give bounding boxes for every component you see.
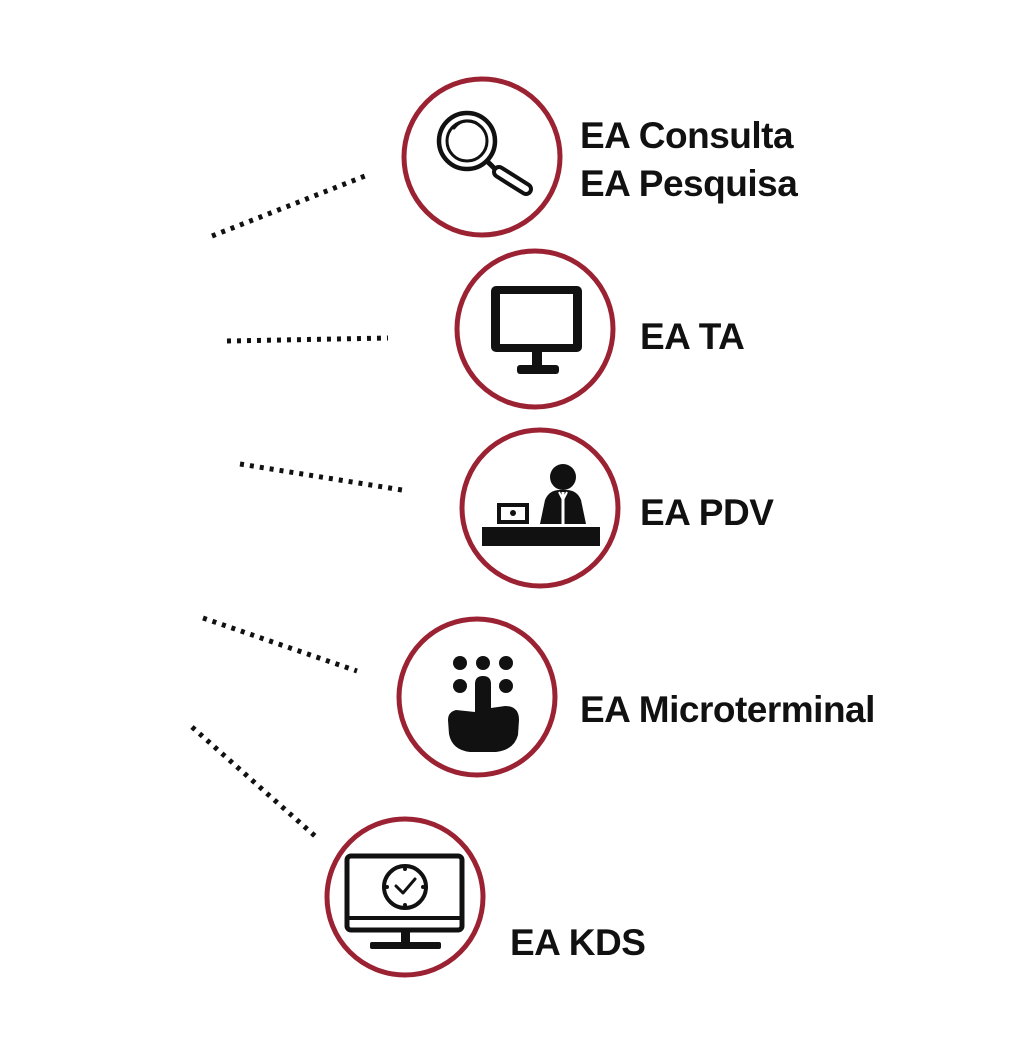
- label-pdv: EA PDV: [640, 489, 774, 537]
- connector-line-kds: [190, 725, 317, 838]
- label-kds: EA KDS: [510, 919, 646, 967]
- magnifier-icon: [436, 110, 533, 196]
- node-ta: [454, 248, 616, 410]
- node-microterminal: [396, 616, 558, 778]
- label-consulta: EA Consulta EA Pesquisa: [580, 112, 798, 208]
- connector-line-pdv: [239, 461, 403, 493]
- ring-pdv: [459, 427, 621, 589]
- label-kds-line-1: EA KDS: [510, 922, 646, 963]
- connector-line-microterminal: [202, 615, 358, 674]
- label-consulta-line-2: EA Pesquisa: [580, 163, 798, 204]
- label-microterminal-line-1: EA Microterminal: [580, 689, 875, 730]
- monitor-clock-icon: [344, 853, 465, 949]
- ring-consulta: [401, 76, 563, 238]
- node-pdv: [459, 427, 621, 589]
- node-consulta: [401, 76, 563, 238]
- connector-line-ta: [226, 335, 389, 344]
- label-pdv-line-1: EA PDV: [640, 492, 774, 533]
- cashier-desk-icon: [482, 464, 600, 546]
- label-ta-line-1: EA TA: [640, 316, 745, 357]
- label-consulta-line-1: EA Consulta: [580, 115, 794, 156]
- connector-lines: [190, 173, 403, 838]
- label-microterminal: EA Microterminal: [580, 686, 875, 734]
- monitor-icon: [491, 286, 582, 374]
- label-ta: EA TA: [640, 313, 745, 361]
- connector-line-consulta: [211, 173, 366, 239]
- keypad-touch-icon: [448, 656, 519, 752]
- node-kds: [324, 816, 486, 978]
